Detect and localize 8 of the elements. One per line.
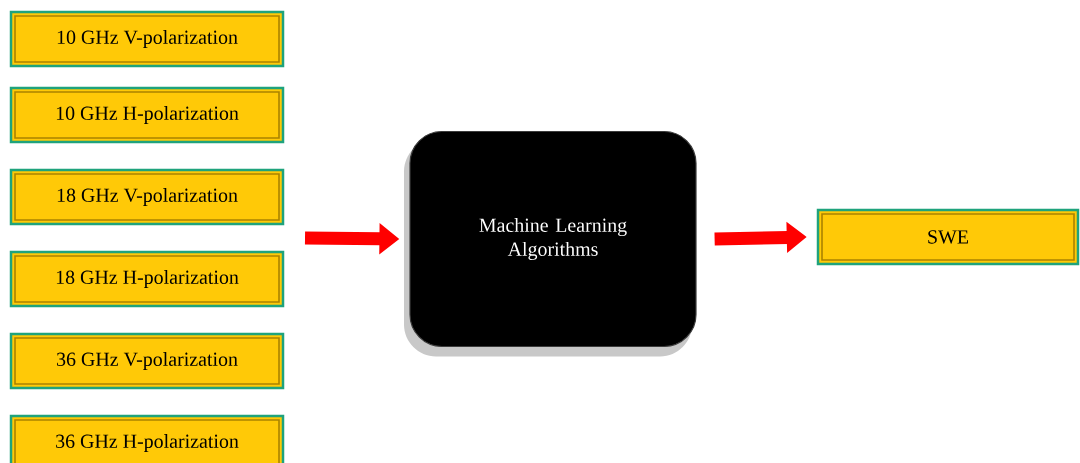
input-box: 36 GHz H-polarization [9, 414, 285, 463]
process-box: Machine Learning Algorithms [404, 130, 697, 357]
input-box: 10 GHz H-polarization [9, 86, 285, 144]
input-box: 10 GHz V-polarization [9, 10, 285, 68]
input-box: 18 GHz H-polarization [9, 250, 285, 308]
input-box: 18 GHz V-polarization [9, 168, 285, 226]
input-box: SWE [816, 208, 1080, 266]
input-box: 36 GHz V-polarization [9, 332, 285, 390]
